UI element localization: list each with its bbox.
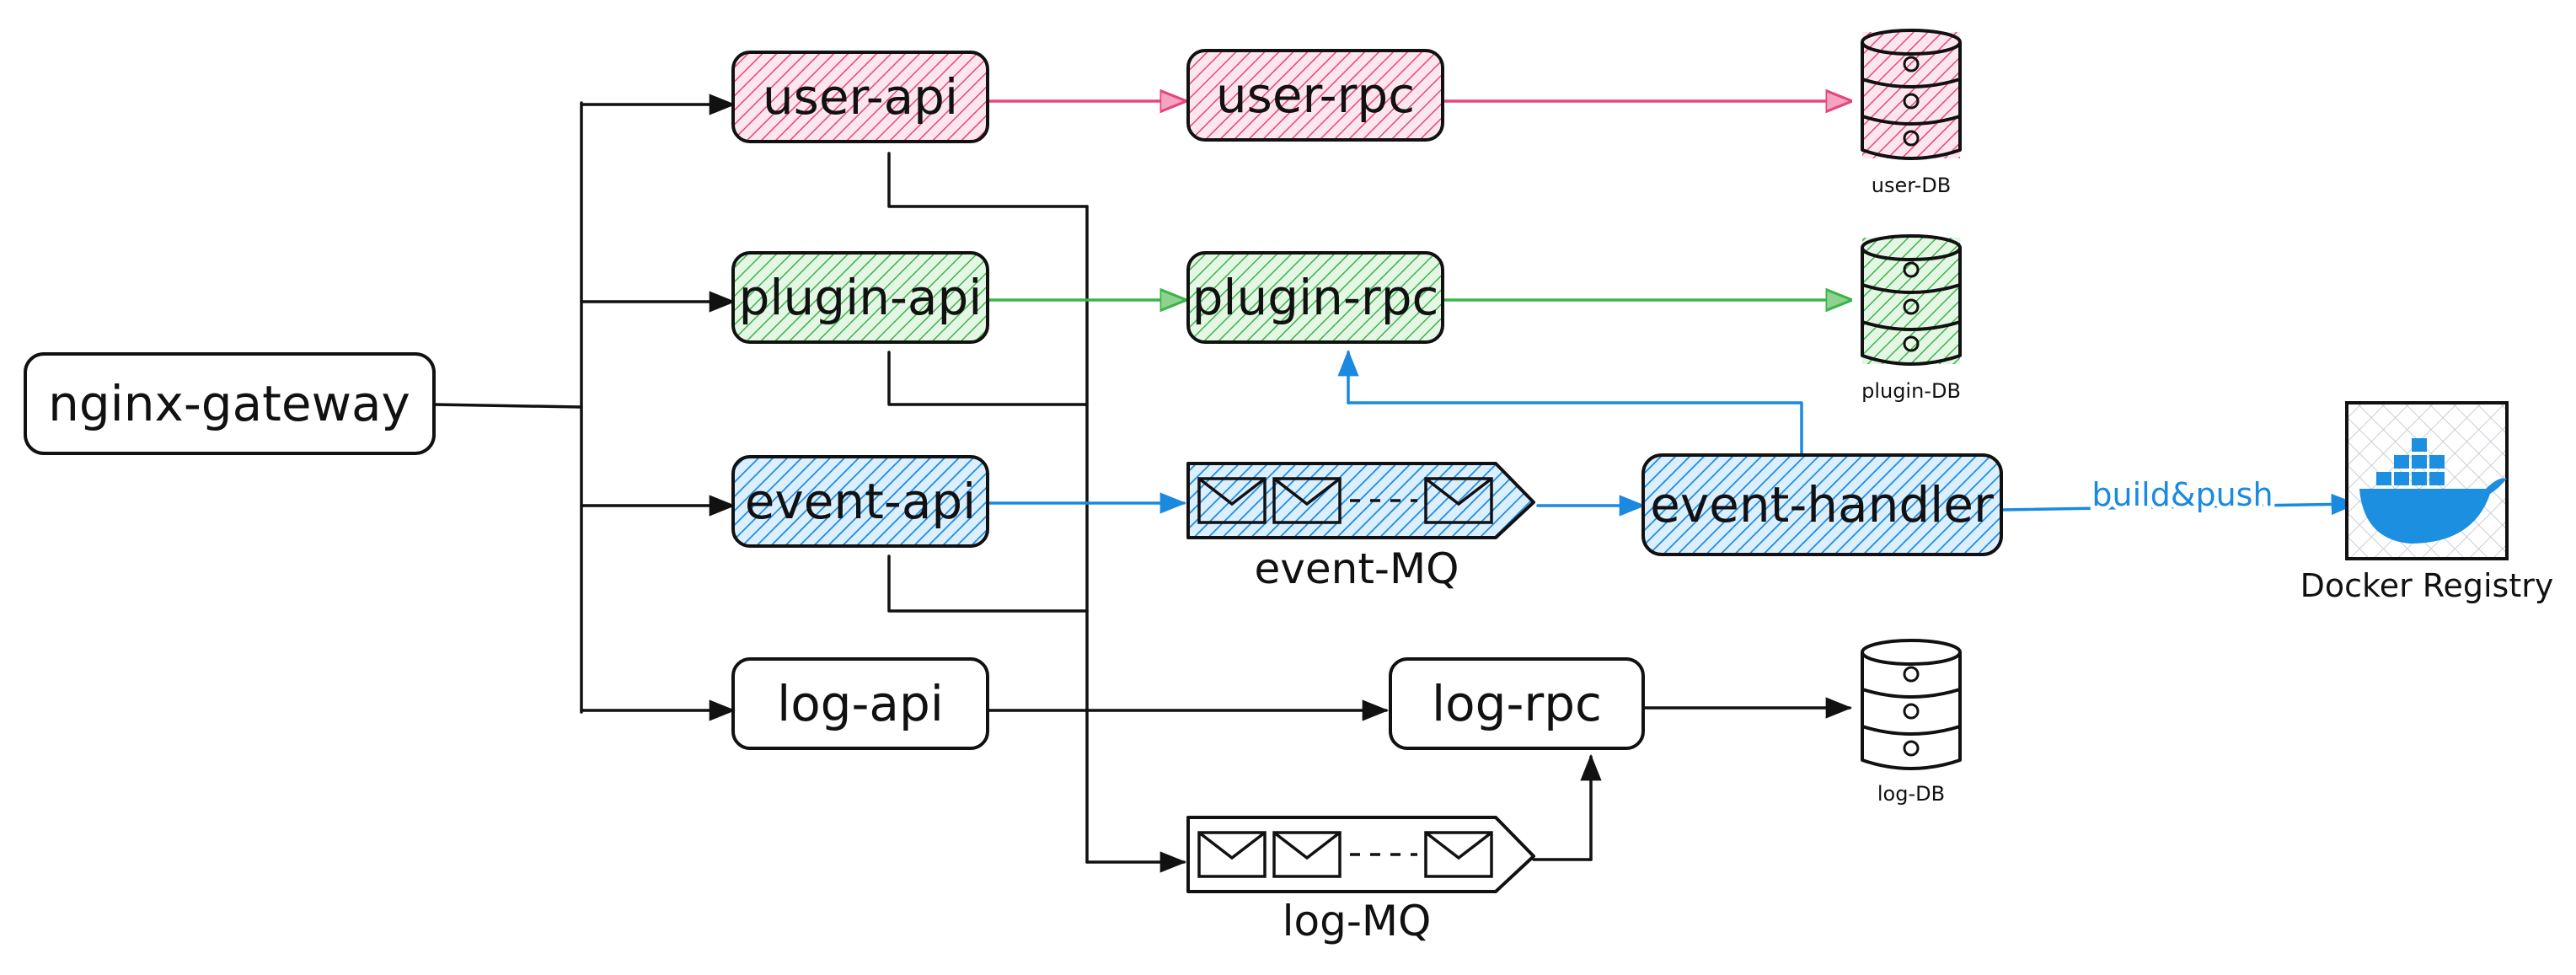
log-rpc-node[interactable]: log-rpc — [1389, 657, 1645, 750]
plugin-api-label: plugin-api — [739, 269, 983, 326]
envelope-icon — [1424, 477, 1493, 524]
log-api-node[interactable]: log-api — [731, 657, 989, 750]
envelope-icon — [1197, 477, 1267, 524]
plugin-rpc-node[interactable]: plugin-rpc — [1186, 251, 1444, 344]
log-api-label: log-api — [777, 675, 944, 732]
event-handler-label: event-handler — [1650, 476, 1994, 533]
log-db-node[interactable]: log-DB — [1861, 639, 1962, 806]
database-icon — [1861, 639, 1962, 770]
event-api-label: event-api — [745, 473, 977, 530]
plugin-rpc-label: plugin-rpc — [1192, 269, 1439, 326]
user-api-node[interactable]: user-api — [731, 51, 989, 143]
plugin-db-node[interactable]: plugin-DB — [1861, 234, 1962, 403]
plugin-db-label: plugin-DB — [1861, 379, 1961, 403]
log-rpc-label: log-rpc — [1432, 675, 1602, 732]
api-to-log-mq-edges — [887, 152, 1187, 873]
nginx-gateway-node[interactable]: nginx-gateway — [24, 352, 436, 455]
user-rpc-node[interactable]: user-rpc — [1186, 49, 1444, 142]
envelope-icon — [1272, 831, 1342, 878]
build-push-label: build&push — [2091, 476, 2273, 513]
database-icon — [1861, 29, 1962, 160]
log-db-label: log-DB — [1877, 782, 1945, 806]
gateway-fanout-edges — [432, 94, 736, 721]
docker-whale-icon — [2359, 438, 2507, 544]
plugin-api-node[interactable]: plugin-api — [731, 251, 989, 344]
event-mq-node[interactable]: event-MQ — [1186, 462, 1535, 593]
user-api-label: user-api — [763, 68, 958, 126]
event-path-edges — [986, 349, 2359, 517]
envelope-icon — [1272, 477, 1342, 524]
log-mq-node[interactable]: log-MQ — [1186, 816, 1535, 946]
docker-registry-node[interactable]: Docker Registry — [2300, 401, 2554, 604]
log-path-edges — [986, 697, 1853, 861]
user-rpc-label: user-rpc — [1216, 67, 1415, 124]
log-mq-label: log-MQ — [1283, 897, 1432, 946]
database-icon — [1861, 234, 1962, 366]
event-handler-node[interactable]: event-handler — [1641, 453, 2003, 556]
docker-registry-label: Docker Registry — [2300, 567, 2554, 604]
envelope-icon — [1197, 831, 1267, 878]
envelope-icon — [1424, 831, 1493, 878]
nginx-gateway-label: nginx-gateway — [48, 375, 410, 432]
user-db-node[interactable]: user-DB — [1861, 29, 1962, 197]
event-mq-label: event-MQ — [1255, 544, 1459, 593]
user-db-label: user-DB — [1872, 174, 1951, 197]
event-api-node[interactable]: event-api — [731, 455, 989, 548]
